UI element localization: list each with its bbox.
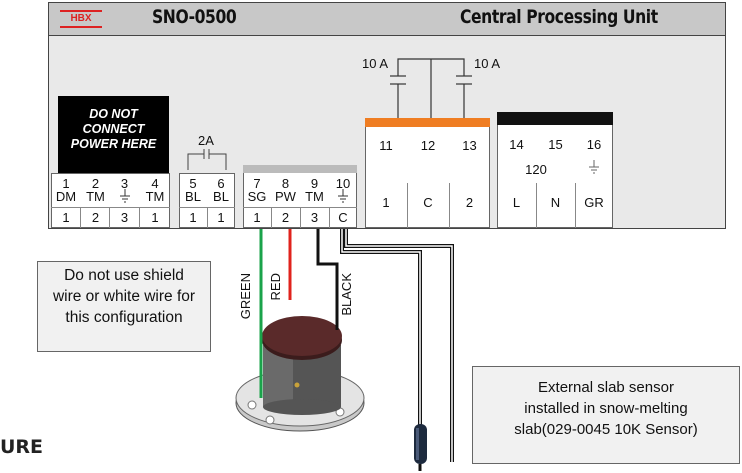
- terminal-2-number: 2: [91, 176, 100, 191]
- terminal-7-sub: 1: [253, 210, 261, 225]
- terminal-15-number: 15: [548, 137, 563, 152]
- terminal-16-number: 16: [586, 137, 602, 152]
- terminal-3-sub: 3: [120, 210, 129, 225]
- power-block-bar: [497, 112, 613, 125]
- red-wire-label: RED: [268, 273, 283, 301]
- terminal-11-sub: 1: [382, 195, 390, 210]
- black-wire: [316, 229, 339, 330]
- relay-capacitor-icon: [390, 58, 472, 118]
- logo-text: HBX: [70, 13, 92, 24]
- terminal-15-sub: N: [550, 195, 561, 210]
- capacitor-left-label: 10 A: [361, 56, 389, 71]
- terminal-12-sub: C: [423, 195, 433, 210]
- sensor-note-part: (029-0045 10K Sensor): [541, 421, 698, 438]
- shield-note-line-1: Do not use shield: [64, 267, 184, 284]
- terminal-1-name: DM: [55, 189, 77, 204]
- model-number: SNO-0500: [152, 6, 237, 28]
- terminal-8-sub: 2: [281, 210, 290, 225]
- sensor-note-slab: slab: [514, 421, 542, 438]
- terminal-4-number: 4: [151, 176, 159, 191]
- terminal-5-number: 5: [189, 176, 197, 191]
- terminal-10-number: 10: [335, 176, 351, 191]
- terminal-5-name: BL: [185, 189, 201, 204]
- relay-accent-bar: [365, 118, 490, 127]
- warning-line-3: POWER HERE: [70, 137, 157, 151]
- terminal-6-number: 6: [217, 176, 225, 191]
- ground-icon: [120, 189, 130, 203]
- terminal-5-sub: 1: [189, 210, 197, 225]
- cut-heading: URE: [0, 436, 44, 458]
- terminal-9-name: TM: [305, 189, 324, 204]
- capacitor-icon: [187, 149, 227, 170]
- terminal-2-name: TM: [86, 189, 105, 204]
- capacitor-right-label: 10 A: [473, 56, 501, 71]
- terminal-12-number: 12: [420, 138, 436, 153]
- fuse-label: 2A: [198, 133, 214, 148]
- unit-title-bar: [48, 2, 726, 36]
- shield-wire-note: Do not use shield wire or white wire for…: [37, 261, 211, 352]
- terminal-7-name: SG: [247, 189, 267, 204]
- terminal-6-sub: 1: [217, 210, 225, 225]
- terminal-8-name: PW: [275, 189, 296, 204]
- shield-note-line-2: wire or white wire for: [52, 288, 196, 305]
- black-wire-label: BLACK: [339, 273, 354, 316]
- slab-sensor-wire-outer: [344, 229, 454, 462]
- terminal-13-sub: 2: [465, 195, 474, 210]
- terminal-2-sub: 2: [91, 210, 100, 225]
- sensor-note-line-1: External slab sensor: [538, 379, 674, 396]
- terminal-14-sub: L: [512, 195, 521, 210]
- ground-icon: [589, 160, 599, 174]
- terminal-10-sub: C: [338, 210, 348, 225]
- unit-name: Central Processing Unit: [460, 6, 658, 28]
- terminal-13-number: 13: [462, 138, 477, 153]
- green-wire-label: GREEN: [238, 273, 253, 320]
- terminal-6-name: BL: [213, 189, 229, 204]
- terminal-3-number: 3: [120, 176, 129, 191]
- warning-line-1: DO NOT: [89, 107, 138, 121]
- terminal-7-number: 7: [253, 176, 261, 191]
- terminal-block-1: [51, 173, 170, 228]
- sensor-puck-icon: [235, 316, 365, 432]
- sensor-note-line-2: installed in snow-melting: [524, 400, 688, 417]
- terminal-9-number: 9: [310, 176, 319, 191]
- shield-note-line-3: this configuration: [65, 309, 183, 326]
- warning-line-2: CONNECT: [82, 122, 145, 136]
- do-not-connect-box: [58, 96, 169, 173]
- ground-icon: [338, 189, 348, 203]
- terminal-4-name: TM: [145, 189, 165, 204]
- slab-sensor-probe-icon: [414, 424, 427, 471]
- slab-sensor-note: External slab sensor installed in snow-m…: [472, 366, 740, 464]
- do-not-connect-text: DO NOT CONNECT POWER HERE: [58, 107, 169, 152]
- terminal-9-sub: 3: [310, 210, 319, 225]
- terminal-8-number: 8: [281, 176, 290, 191]
- hbx-logo: HBX: [60, 9, 102, 29]
- sensor-note-line-3: slab(029-0045 10K Sensor): [473, 419, 739, 440]
- terminal-14-number: 14: [509, 137, 524, 152]
- terminal-4-sub: 1: [151, 210, 159, 225]
- terminal-1-sub: 1: [62, 210, 70, 225]
- terminal-1-number: 1: [62, 176, 70, 191]
- terminal-16-sub: GR: [584, 195, 604, 210]
- terminal-11-number: 11: [379, 138, 393, 153]
- voltage-label: 120: [525, 162, 547, 177]
